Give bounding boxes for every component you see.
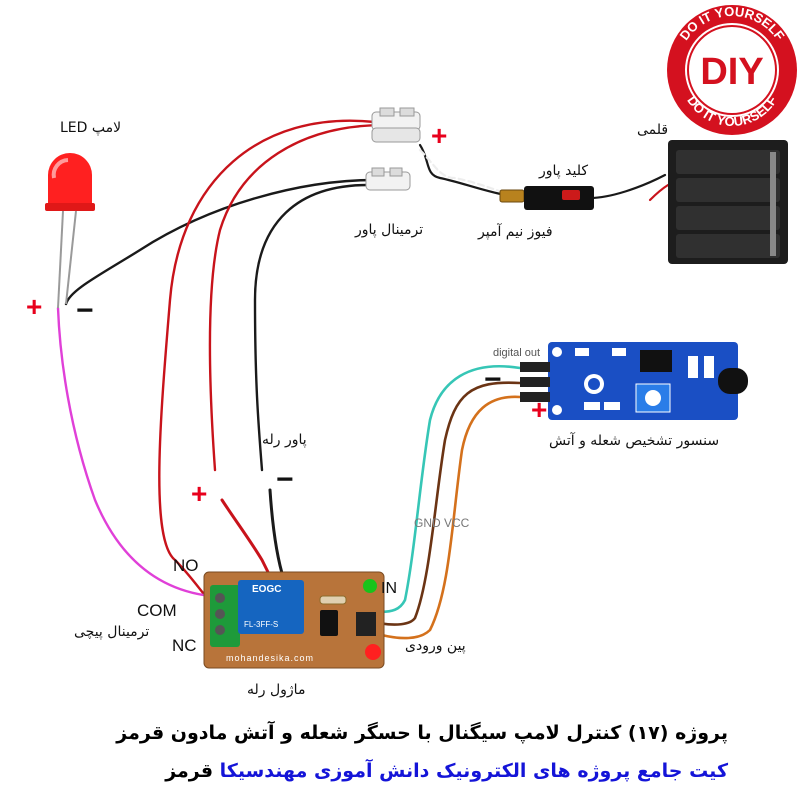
led-plus-sign: + — [26, 291, 43, 322]
wire-battery-red — [648, 183, 670, 202]
module-print: mohandesika.com — [226, 653, 315, 663]
relay-model: FL-3FF-S — [244, 620, 279, 629]
caption-subtitle-blue: کیت جامع پروژه های الکترونیک دانش آموزی … — [219, 760, 728, 782]
gnd-vcc-label: GND VCC — [414, 516, 470, 530]
wire-led-negative — [64, 178, 377, 306]
digital-out-label: digital out — [493, 347, 541, 359]
flame-sensor-module — [520, 342, 748, 420]
wire-com — [158, 119, 377, 606]
relay-brand: EOGC — [252, 584, 282, 595]
nc-label: NC — [172, 636, 197, 655]
led-label: لامپ LED — [60, 120, 122, 136]
power-terminal-label: ترمینال پاور — [355, 222, 424, 238]
wire-relay-vcc — [208, 123, 387, 472]
wire-sensor-vcc — [376, 395, 522, 640]
screw-terminal-label: ترمینال پیچی — [74, 624, 150, 640]
battery-label: قلمی — [637, 122, 669, 138]
wire-led-positive — [56, 306, 212, 598]
wires — [56, 119, 670, 640]
wire-switch-battery — [588, 173, 667, 200]
power-switch — [524, 186, 594, 210]
relay-power-label: پاور رله — [262, 432, 307, 448]
fuse — [499, 189, 525, 203]
diy-logo: DO IT YOURSELF DO IT YOURSELF DIY — [667, 4, 797, 135]
wire-sensor-gnd — [376, 381, 522, 626]
logo-main-text: DIY — [700, 51, 763, 93]
battery-holder — [668, 140, 788, 264]
caption-subtitle-black: قرمز — [165, 760, 214, 782]
wire-twisted-1 — [418, 143, 507, 197]
sensor-plus-sign: + — [531, 394, 548, 425]
no-label: NO — [173, 556, 199, 575]
fuse-label: فیوز نیم آمپر — [478, 224, 553, 240]
input-pin-label: پین ورودی — [405, 638, 466, 654]
sensor-minus-sign: − — [484, 363, 502, 396]
flame-sensor-label: سنسور تشخیص شعله و آتش — [549, 433, 720, 449]
relay-minus-sign: − — [276, 463, 294, 496]
relay-plus-sign: + — [191, 478, 208, 509]
power-terminal-bottom — [365, 167, 411, 191]
terminal-plus-sign: + — [431, 120, 448, 151]
caption-subtitle: کیت جامع پروژه های الکترونیک دانش آموزی … — [165, 760, 728, 782]
power-switch-label: کلید پاور — [539, 163, 589, 179]
wire-relay-gnd — [253, 183, 370, 472]
relay-module — [203, 571, 385, 669]
led-minus-sign: − — [76, 294, 94, 327]
power-terminal-top — [371, 107, 421, 143]
in-label: IN — [381, 580, 397, 597]
relay-module-label: ماژول رله — [247, 682, 306, 698]
wire-sensor-signal — [376, 364, 522, 614]
led-lamp — [45, 153, 95, 309]
caption-title: پروژه (۱۷) کنترل لامپ سیگنال با حسگر شعل… — [116, 722, 728, 744]
wire-twisted-2 — [418, 148, 507, 195]
com-label: COM — [137, 601, 177, 620]
